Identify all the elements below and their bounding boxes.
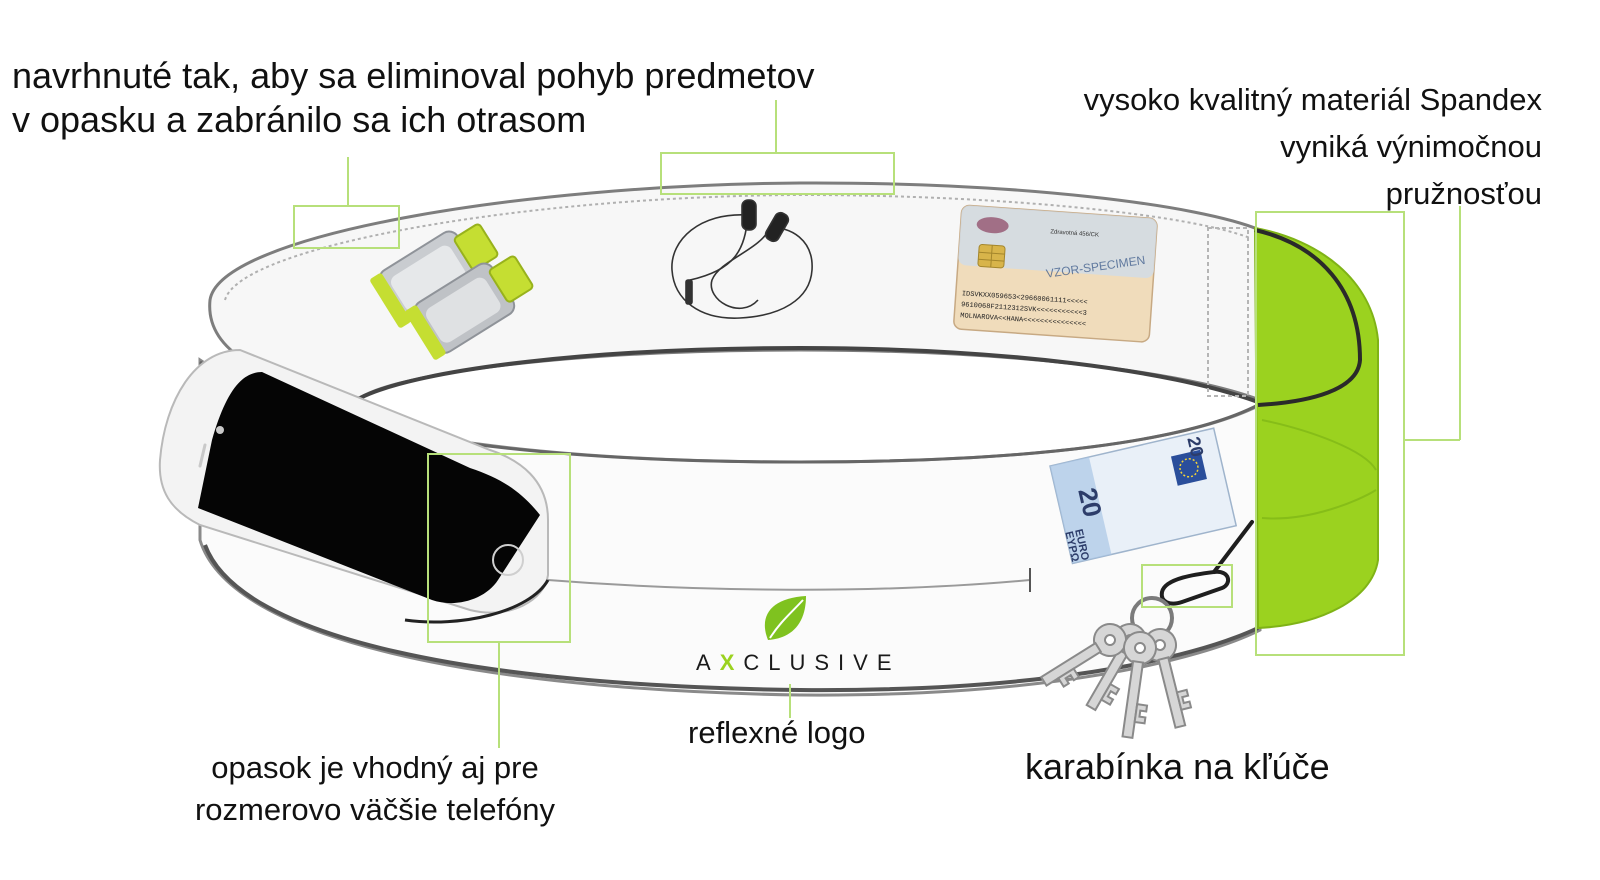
carabiner-icon <box>1159 520 1254 606</box>
phone-icon <box>158 348 550 624</box>
gel-pouch-icon <box>370 223 534 360</box>
caption-material-line-1: vysoko kvalitný materiál Spandex <box>1083 82 1542 117</box>
belt-top-stitch <box>224 193 1251 301</box>
leaf-icon <box>764 596 806 640</box>
brand-suffix: CLUSIVE <box>743 650 901 675</box>
caption-phone-line-2: rozmerovo väčšie telefóny <box>194 792 556 827</box>
front-zipper <box>547 579 1031 591</box>
callouts <box>293 100 1461 748</box>
keys-icon <box>1039 596 1193 739</box>
id-card-header: Zdravotná 456/CK <box>1050 229 1099 238</box>
caption-keys: karabínka na kľúče <box>1025 746 1330 787</box>
earphones-icon <box>671 199 813 319</box>
caption-material-line-3: pružnosťou <box>1385 176 1542 211</box>
brand-prefix: A <box>696 650 720 675</box>
banknote-value: 20 <box>1072 485 1108 520</box>
spandex-panel <box>1253 226 1379 630</box>
caption-stability-line-2: v opasku a zabránilo sa ich otrasom <box>12 99 587 140</box>
brand-accent: X <box>719 650 744 675</box>
caption-material-line-2: vyniká výnimočnou <box>1280 129 1542 164</box>
caption-logo: reflexné logo <box>688 715 866 750</box>
id-card-icon: Zdravotná 456/CK VZOR-SPECIMEN IDSVKXX05… <box>953 204 1158 343</box>
caption-stability: navrhnuté tak, aby sa eliminoval pohyb p… <box>12 54 814 142</box>
side-seam <box>1207 227 1249 397</box>
caption-phone: opasok je vhodný aj pre rozmerovo väčšie… <box>145 747 605 831</box>
belt-inner-rim <box>359 345 1259 404</box>
caption-phone-line-1: opasok je vhodný aj pre <box>211 750 539 785</box>
caption-stability-line-1: navrhnuté tak, aby sa eliminoval pohyb p… <box>12 55 815 96</box>
spandex-panel-edge <box>1254 228 1363 407</box>
caption-material: vysoko kvalitný materiál Spandex vyniká … <box>1084 76 1542 217</box>
banknote-value-corner: 20 <box>1183 435 1207 459</box>
brand-logo: AXCLUSIVE <box>696 650 901 676</box>
